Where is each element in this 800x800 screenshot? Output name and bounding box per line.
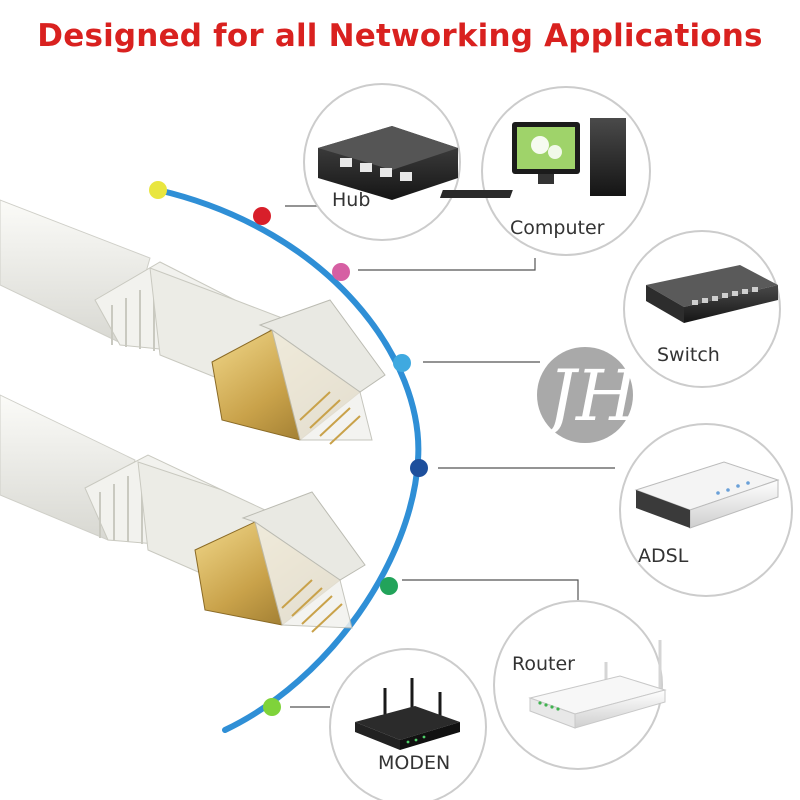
computer-icon [439, 118, 626, 198]
rj45-plug-bottom [194, 491, 366, 633]
adsl-label: ADSL [638, 545, 689, 567]
switch-label: Switch [657, 344, 720, 366]
device-circle-hub: Hub [303, 83, 461, 241]
router-icon [528, 640, 667, 729]
dot-pink [332, 263, 350, 281]
rj45-plug-top [211, 299, 386, 445]
computer-label: Computer [510, 217, 605, 239]
dot-lightgreen [263, 698, 281, 716]
device-circle-modem: MODEN [329, 648, 487, 800]
dot-green [380, 577, 398, 595]
device-circle-switch: Switch [623, 230, 781, 388]
modem-icon [355, 678, 460, 750]
device-circle-router: Router [493, 600, 667, 770]
page-headline: Designed for all Networking Applications [37, 18, 763, 54]
dot-red [253, 207, 271, 225]
watermark-text: JH [536, 355, 639, 437]
switch-icon [646, 265, 778, 323]
ethernet-cable-bottom [0, 394, 366, 633]
hub-icon [318, 126, 458, 200]
device-circle-computer: Computer [439, 86, 651, 256]
ethernet-cable-top [0, 199, 386, 445]
hub-label: Hub [332, 189, 370, 211]
connection-arc [155, 187, 422, 733]
device-circle-adsl: ADSL [619, 423, 793, 597]
adsl-modem-icon [634, 461, 780, 529]
router-label: Router [512, 653, 575, 675]
dot-navy [410, 459, 428, 477]
dot-yellow [149, 181, 167, 199]
watermark-logo: JH [536, 347, 639, 443]
modem-label: MODEN [378, 752, 450, 774]
dot-lightblue [393, 354, 411, 372]
